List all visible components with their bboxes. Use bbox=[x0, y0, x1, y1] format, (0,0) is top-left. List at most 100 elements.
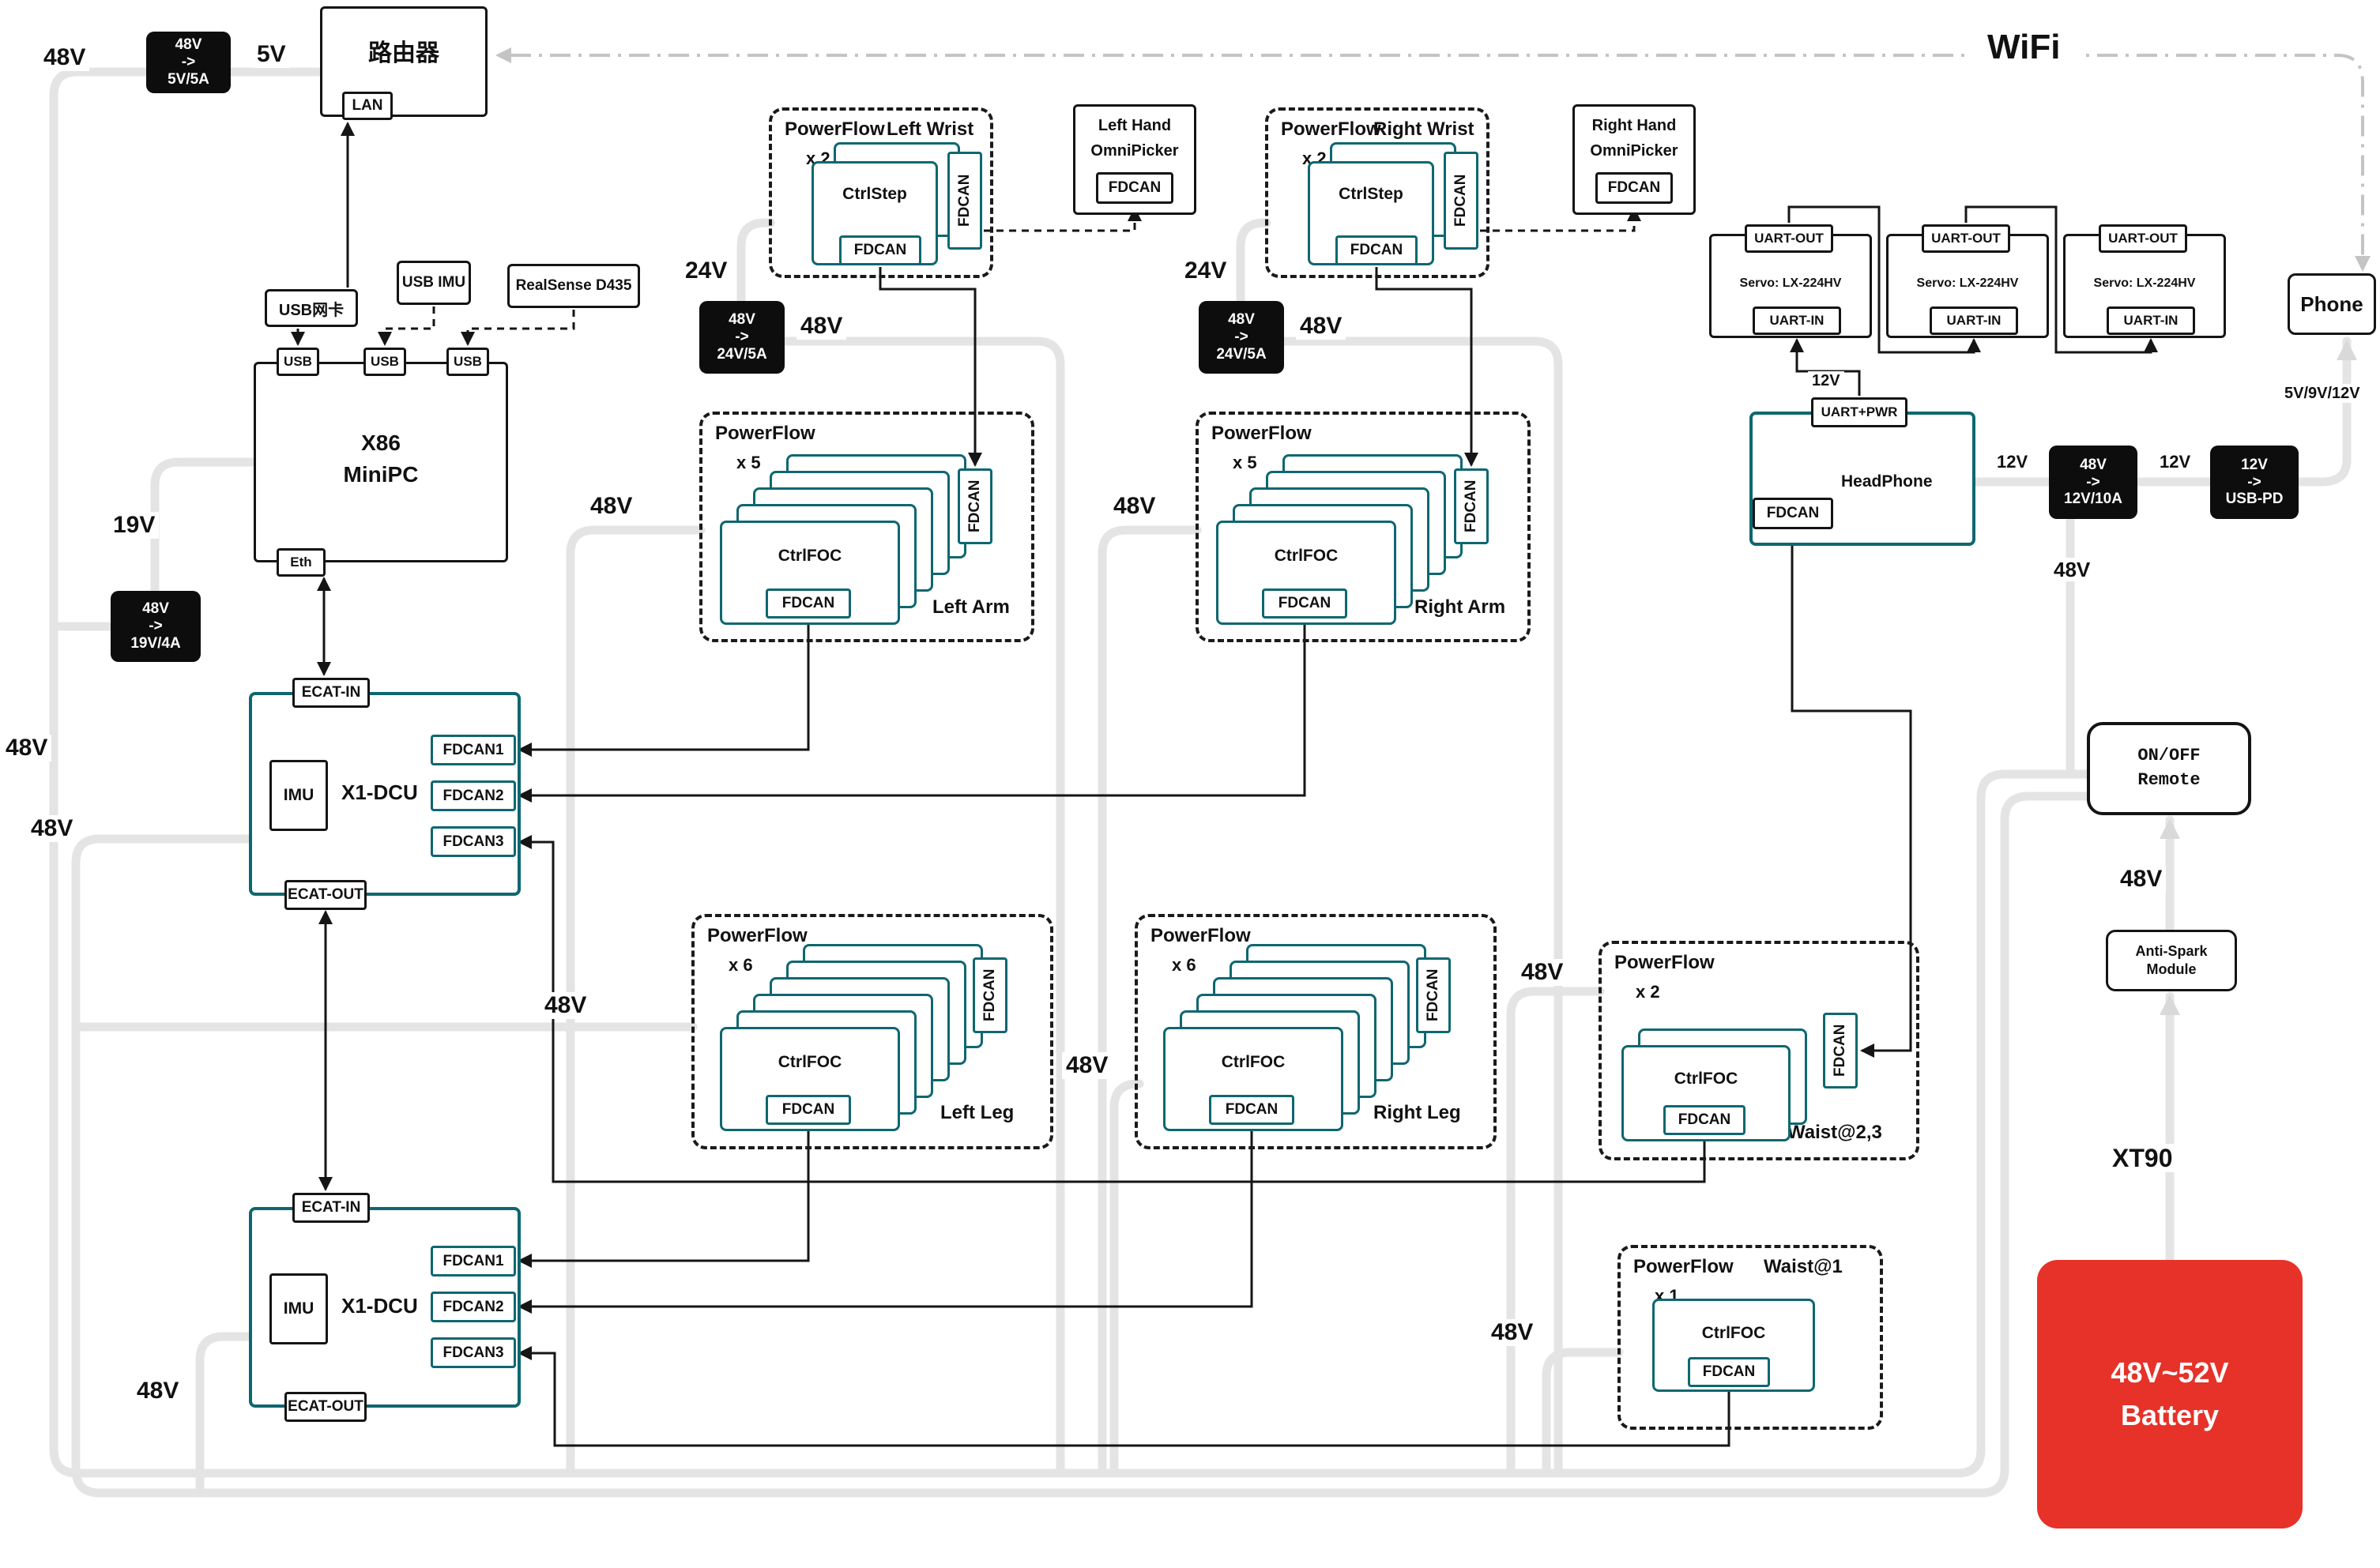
powerflow-label: PowerFlow bbox=[1633, 1256, 1734, 1277]
powerflow-count: x 5 bbox=[736, 453, 761, 472]
servo-name: Servo: LX-224HV bbox=[2093, 276, 2196, 290]
dcdc-48v-24v-left: 48V -> 24V/5A bbox=[699, 301, 785, 374]
anti-spark-module-box: Anti-Spark Module bbox=[2106, 930, 2237, 991]
usb-nic-box: USB网卡 bbox=[265, 289, 358, 327]
usb-port-1: USB bbox=[277, 348, 319, 376]
rail-label-12v: 12V bbox=[1808, 371, 1844, 390]
left-wrist-group bbox=[769, 107, 993, 278]
rail-label-48v: 48V bbox=[1062, 1052, 1113, 1079]
powerflow-label: PowerFlow bbox=[1281, 118, 1381, 140]
fdcan-bus-port: FDCAN bbox=[958, 468, 992, 544]
servo-name: Servo: LX-224HV bbox=[1739, 276, 1842, 290]
right-wrist-group bbox=[1265, 107, 1489, 278]
rail-label-48v: 48V bbox=[796, 313, 847, 340]
ctrlfoc-title: CtrlFOC bbox=[1221, 1053, 1286, 1071]
rail-label-48v: 48V bbox=[1109, 493, 1160, 520]
waist23-label: Waist@2,3 bbox=[1787, 1122, 1882, 1143]
rail-label-48v: 48V bbox=[2050, 558, 2095, 581]
dcu2-ecat-out: ECAT-OUT bbox=[284, 1392, 367, 1422]
powerflow-label: PowerFlow bbox=[1211, 423, 1312, 444]
waist1-label: Waist@1 bbox=[1764, 1256, 1843, 1277]
dcu1-ecat-out: ECAT-OUT bbox=[284, 880, 367, 910]
waist1-group bbox=[1617, 1245, 1883, 1430]
rail-label-24v: 24V bbox=[1181, 258, 1231, 284]
fdcan-port: FDCAN bbox=[1688, 1357, 1770, 1387]
right-arm-label: Right Arm bbox=[1414, 596, 1506, 618]
powerflow-label: PowerFlow bbox=[707, 925, 808, 946]
ctrlstep-title: CtrlStep bbox=[842, 185, 907, 203]
rail-label-48v: 48V bbox=[2116, 866, 2167, 893]
powerflow-label: PowerFlow bbox=[715, 423, 815, 444]
rail-label-48v: 48V bbox=[540, 992, 591, 1019]
left-arm-group bbox=[699, 412, 1034, 642]
omnipicker-label: OmniPicker bbox=[1590, 142, 1678, 160]
right-leg-group bbox=[1135, 914, 1497, 1149]
phone-power-label: 5V/9V/12V bbox=[2280, 384, 2364, 403]
uart-out-port: UART-OUT bbox=[1922, 224, 2010, 253]
dcu2-ecat-in: ECAT-IN bbox=[292, 1193, 370, 1223]
fdcan-bus-port: FDCAN bbox=[1454, 468, 1489, 544]
usb-port-2: USB bbox=[363, 348, 406, 376]
fdcan-port: FDCAN bbox=[1663, 1105, 1745, 1135]
realsense-box: RealSense D435 bbox=[507, 264, 640, 308]
usb-imu-box: USB IMU bbox=[397, 261, 471, 305]
router-lan-port: LAN bbox=[342, 92, 393, 120]
battery-box: 48V~52V Battery bbox=[2037, 1260, 2303, 1529]
omnipicker-label: OmniPicker bbox=[1090, 142, 1179, 160]
dcu2-fdcan2: FDCAN2 bbox=[431, 1292, 516, 1322]
rail-label-48v: 48V bbox=[27, 815, 77, 842]
ctrlfoc-title: CtrlFOC bbox=[778, 547, 842, 565]
fdcan-port: FDCAN bbox=[1262, 588, 1347, 619]
powerflow-label: PowerFlow bbox=[1614, 952, 1715, 973]
xt90-connector-label: XT90 bbox=[2108, 1144, 2177, 1172]
fdcan-port: FDCAN bbox=[1096, 172, 1173, 204]
ctrlstep-title: CtrlStep bbox=[1339, 185, 1403, 203]
dcu1-fdcan2: FDCAN2 bbox=[431, 780, 516, 811]
dcdc-48v-19v: 48V -> 19V/4A bbox=[111, 591, 201, 662]
powerflow-count: x 6 bbox=[1172, 955, 1196, 975]
rail-label-12v: 12V bbox=[2156, 452, 2195, 472]
dcdc-48v-12v: 48V -> 12V/10A bbox=[2049, 446, 2137, 519]
powerflow-count: x 5 bbox=[1233, 453, 1257, 472]
uart-pwr-port: UART+PWR bbox=[1811, 397, 1907, 427]
rail-label-5v: 5V bbox=[253, 41, 290, 68]
fdcan-bus-port: FDCAN bbox=[1823, 1013, 1858, 1089]
fdcan-bus-port: FDCAN bbox=[1444, 152, 1478, 250]
rail-label-24v: 24V bbox=[681, 258, 732, 284]
rail-label-48v: 48V bbox=[133, 1378, 183, 1404]
right-leg-label: Right Leg bbox=[1373, 1102, 1461, 1123]
waist23-group bbox=[1599, 941, 1919, 1160]
dcu1-fdcan1: FDCAN1 bbox=[431, 735, 516, 765]
left-hand-label: Left Hand bbox=[1098, 117, 1172, 134]
fdcan-bus-port: FDCAN bbox=[973, 957, 1007, 1033]
right-wrist-label: Right Wrist bbox=[1373, 118, 1474, 140]
fdcan-port: FDCAN bbox=[1209, 1095, 1294, 1125]
fdcan-bus-port: FDCAN bbox=[1416, 957, 1451, 1033]
powerflow-count: x 6 bbox=[729, 955, 753, 975]
minipc-title-1: X86 bbox=[361, 431, 401, 455]
powerflow-label: PowerFlow bbox=[1150, 925, 1251, 946]
left-arm-label: Left Arm bbox=[932, 596, 1010, 618]
fdcan-port: FDCAN bbox=[1335, 235, 1418, 265]
wifi-label: WiFi bbox=[1983, 28, 2065, 66]
uart-in-port: UART-IN bbox=[2107, 306, 2195, 335]
left-leg-label: Left Leg bbox=[940, 1102, 1015, 1123]
ctrlfoc-title: CtrlFOC bbox=[1674, 1070, 1738, 1088]
powerflow-count: x 2 bbox=[1636, 982, 1660, 1002]
fdcan-port: FDCAN bbox=[766, 1095, 851, 1125]
dcdc-48v-24v-right: 48V -> 24V/5A bbox=[1199, 301, 1284, 374]
ctrlfoc-box bbox=[720, 1027, 900, 1131]
rail-label-48v: 48V bbox=[2, 735, 52, 761]
minipc-title-2: MiniPC bbox=[343, 462, 419, 487]
rail-label-48v: 48V bbox=[1296, 313, 1346, 340]
servo-name: Servo: LX-224HV bbox=[1916, 276, 2019, 290]
dcu2-imu: IMU bbox=[269, 1273, 328, 1344]
dcu2-title: X1-DCU bbox=[341, 1294, 418, 1318]
ctrlfoc-title: CtrlFOC bbox=[778, 1053, 842, 1071]
left-leg-group bbox=[691, 914, 1053, 1149]
fdcan-port: FDCAN bbox=[839, 235, 921, 265]
eth-port: Eth bbox=[277, 548, 326, 577]
left-wrist-label: Left Wrist bbox=[887, 118, 974, 140]
powerflow-label: PowerFlow bbox=[785, 118, 885, 140]
